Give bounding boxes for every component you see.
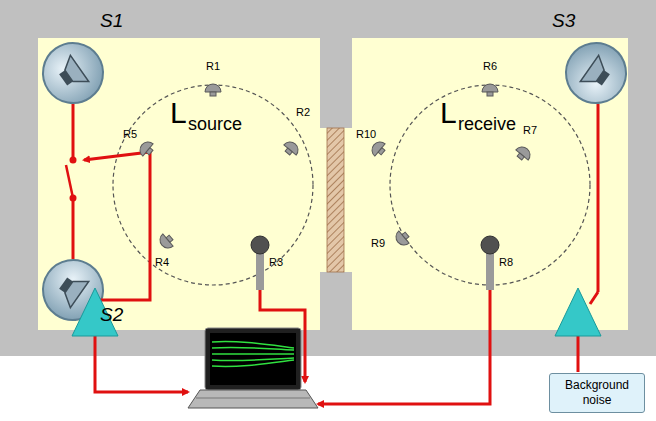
microphone-label: R5 <box>123 128 137 140</box>
switch <box>66 165 73 198</box>
mic-path <box>113 85 313 285</box>
microphone-label: R8 <box>499 256 513 268</box>
speaker-label: S1 <box>100 10 123 32</box>
speaker-name: S3 <box>552 10 575 32</box>
wire <box>73 104 598 404</box>
microphone-label: R7 <box>523 124 537 136</box>
receive-room <box>352 38 628 330</box>
microphone-label: R10 <box>356 128 376 140</box>
speaker-name: S2 <box>100 304 123 326</box>
microphone <box>137 84 534 251</box>
level-subscript: receive <box>458 114 516 135</box>
laptop <box>188 328 318 408</box>
microphone-label: R1 <box>206 60 220 72</box>
speaker-label: S3 <box>552 10 575 32</box>
box-text: Background noise <box>556 378 638 408</box>
microphone-label: R6 <box>483 60 497 72</box>
test-partition <box>327 128 344 272</box>
speaker-name: S1 <box>100 10 123 32</box>
microphone-label: R2 <box>296 106 310 118</box>
speaker <box>554 31 638 115</box>
microphone-label: R9 <box>371 237 385 249</box>
amplifier <box>555 288 601 336</box>
microphone-label: R4 <box>155 256 169 268</box>
level-symbol: L <box>440 96 457 130</box>
noise-source-box: Background noise <box>549 373 645 413</box>
level-symbol: L <box>170 96 187 130</box>
rotating-microphone <box>251 236 499 290</box>
opening <box>320 110 352 290</box>
source-room <box>38 38 320 330</box>
wall <box>0 0 656 356</box>
speaker <box>31 31 115 115</box>
speaker-label: S2 <box>100 304 123 326</box>
microphone-label: R3 <box>269 256 283 268</box>
level-subscript: source <box>188 114 242 135</box>
